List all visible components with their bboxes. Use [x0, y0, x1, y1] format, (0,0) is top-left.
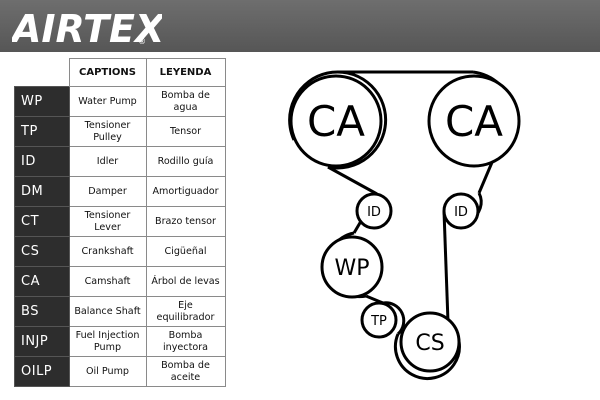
legend-leyenda: Árbol de levas — [145, 266, 226, 297]
legend-caption: Tensioner Pulley — [68, 116, 147, 147]
legend-caption: Crankshaft — [68, 236, 147, 267]
legend-caption: Water Pump — [68, 86, 147, 117]
legend-leyenda: Rodillo guía — [145, 146, 226, 177]
legend-code: ID — [14, 146, 70, 177]
belt-right-descent — [442, 210, 450, 323]
legend-caption: Fuel Injection Pump — [68, 326, 147, 357]
camshaft-right-label: CA — [445, 97, 503, 146]
legend-code: OILP — [14, 356, 70, 387]
idler-right-pulley — [442, 192, 480, 230]
legend-code: BS — [14, 296, 70, 327]
legend-table: CAPTIONS LEYENDA WP Water Pump Bomba de … — [14, 58, 226, 387]
water-pump-label: WP — [334, 256, 369, 281]
registered-mark: ® — [138, 37, 146, 46]
idler-right-label: ID — [454, 205, 468, 220]
header-bar: AIRTEX ® — [0, 0, 600, 52]
legend-row: BS Balance Shaft Eje equilibrador — [14, 296, 226, 327]
legend-row: OILP Oil Pump Bomba de aceite — [14, 356, 226, 387]
captions-header: CAPTIONS — [68, 58, 147, 87]
legend-row: ID Idler Rodillo guía — [14, 146, 226, 177]
legend-row: CT Tensioner Lever Brazo tensor — [14, 206, 226, 237]
water-pump-pulley — [320, 235, 384, 299]
legend-row: CS Crankshaft Cigüeñal — [14, 236, 226, 267]
belt-segment — [327, 165, 378, 196]
camshaft-left-pulley — [289, 74, 383, 168]
legend-caption: Oil Pump — [68, 356, 147, 387]
airtex-logo: AIRTEX ® — [12, 7, 162, 50]
legend-caption: Balance Shaft — [68, 296, 147, 327]
legend-header-row: CAPTIONS LEYENDA — [14, 58, 226, 87]
legend-caption: Damper — [68, 176, 147, 207]
legend-leyenda: Tensor — [145, 116, 226, 147]
legend-code: CS — [14, 236, 70, 267]
legend-row: TP Tensioner Pulley Tensor — [14, 116, 226, 147]
legend-row: WP Water Pump Bomba de agua — [14, 86, 226, 117]
idler-left-label: ID — [367, 205, 381, 220]
camshaft-right-pulley — [427, 74, 521, 168]
legend-code: INJP — [14, 326, 70, 357]
camshaft-left-label: CA — [307, 97, 365, 146]
legend-code: CA — [14, 266, 70, 297]
tensioner-label: TP — [370, 314, 387, 329]
belt-segment — [477, 159, 495, 194]
legend-code: WP — [14, 86, 70, 117]
belt-wrap-cam-left — [288, 70, 388, 170]
legend-caption: Idler — [68, 146, 147, 177]
legend-caption: Camshaft — [68, 266, 147, 297]
legend-leyenda: Bomba de aceite — [145, 356, 226, 387]
legend-row: CA Camshaft Árbol de levas — [14, 266, 226, 297]
belt-wrap-tensioner — [382, 301, 406, 336]
logo-text: AIRTEX — [12, 7, 162, 50]
legend-header-blank — [14, 58, 69, 87]
crankshaft-pulley — [399, 311, 461, 373]
leyenda-header: LEYENDA — [145, 58, 226, 87]
idler-left-pulley — [355, 192, 393, 230]
tensioner-pulley — [360, 301, 398, 339]
legend-code: CT — [14, 206, 70, 237]
crankshaft-label: CS — [415, 331, 444, 356]
